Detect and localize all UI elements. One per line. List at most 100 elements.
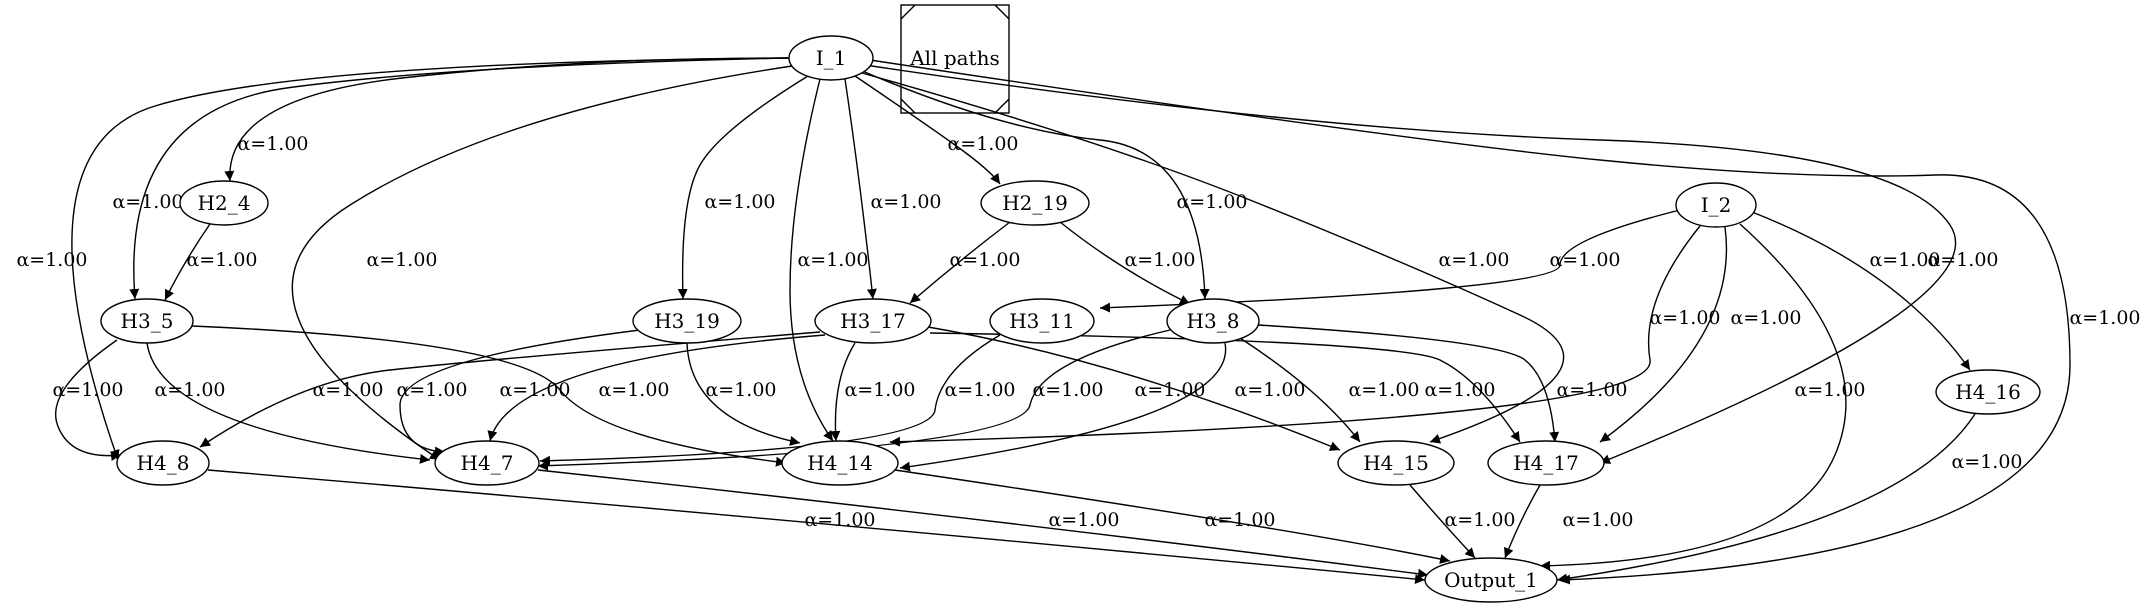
edge-h4-17-to-output-1 bbox=[1504, 484, 1541, 559]
edge-i-1-to-h4-17 bbox=[864, 64, 1957, 464]
edge-i-1-to-h2-19 bbox=[854, 75, 1001, 185]
edge-i-2-to-h4-16 bbox=[1751, 211, 1971, 371]
edge-label-i-1-to-h2-19: α=1.00 bbox=[947, 133, 1018, 155]
edge-i-1-to-h3-19 bbox=[677, 75, 809, 300]
edge-label-h2-19-to-h3-8: α=1.00 bbox=[1124, 249, 1195, 271]
edge-label-i-1-to-h3-8: α=1.00 bbox=[1176, 191, 1247, 213]
node-ellipse-h2-4 bbox=[179, 180, 269, 226]
edge-label-i-2-to-h3-11: α=1.00 bbox=[1549, 249, 1620, 271]
node-label-h4-17: H4_17 bbox=[1513, 451, 1579, 475]
node-ellipse-h3-5 bbox=[100, 298, 194, 344]
node-h4-7: H4_7 bbox=[434, 440, 540, 486]
edge-i-1-to-h4-8 bbox=[71, 57, 791, 461]
edge-label-i-1-to-h4-17: α=1.00 bbox=[1927, 249, 1998, 271]
edge-label-h3-17-to-h4-15: α=1.00 bbox=[1134, 379, 1205, 401]
node-h3-11: H3_11 bbox=[989, 298, 1095, 344]
node-i-2: I_2 bbox=[1675, 182, 1757, 228]
edge-label-i-1-to-h3-5: α=1.00 bbox=[112, 191, 183, 213]
edge-h3-19-to-h4-14 bbox=[686, 342, 801, 446]
edge-label-h3-5-to-h4-8: α=1.00 bbox=[52, 379, 123, 401]
edge-label-i-2-to-h4-14: α=1.00 bbox=[1649, 307, 1720, 329]
node-label-i-2: I_2 bbox=[1701, 193, 1732, 217]
node-h4-16: H4_16 bbox=[1935, 369, 2041, 415]
node-label-h3-8: H3_8 bbox=[1187, 309, 1240, 333]
node-label-h3-19: H3_19 bbox=[654, 309, 720, 333]
node-label-h3-11: H3_11 bbox=[1009, 309, 1075, 333]
edge-label-h3-17-to-h4-8: α=1.00 bbox=[312, 379, 383, 401]
node-h4-15: H4_15 bbox=[1337, 440, 1455, 486]
edge-i-1-to-h4-15 bbox=[861, 72, 1565, 444]
node-h4-14: H4_14 bbox=[781, 440, 899, 486]
edge-label-h3-5-to-h4-7: α=1.00 bbox=[154, 379, 225, 401]
edge-label-i-1-to-h3-17: α=1.00 bbox=[870, 191, 941, 213]
node-h2-19: H2_19 bbox=[980, 180, 1090, 226]
edges bbox=[55, 57, 2071, 585]
edge-label-h3-8-to-h4-17: α=1.00 bbox=[1556, 379, 1627, 401]
edge-i-2-to-h3-11 bbox=[1099, 209, 1681, 313]
node-label-h4-8: H4_8 bbox=[137, 451, 190, 475]
edge-label-i-1-to-h4-14: α=1.00 bbox=[797, 249, 868, 271]
edge-label-i-1-to-h4-7: α=1.00 bbox=[366, 249, 437, 271]
edge-i-2-to-output-1 bbox=[1539, 223, 1847, 571]
legend: All paths bbox=[900, 4, 1010, 114]
node-ellipse-h4-16 bbox=[1935, 369, 2041, 415]
node-label-h2-19: H2_19 bbox=[1002, 191, 1068, 215]
edge-h2-19-to-h3-17 bbox=[909, 221, 1011, 304]
edge-i-1-to-output-1 bbox=[869, 59, 2071, 585]
node-output-1: Output_1 bbox=[1424, 557, 1558, 603]
node-ellipse-h3-17 bbox=[814, 298, 932, 344]
node-h2-4: H2_4 bbox=[179, 180, 269, 226]
edge-label-h4-7-to-output-1: α=1.00 bbox=[1048, 509, 1119, 531]
edge-h3-5-to-h4-7 bbox=[146, 342, 431, 464]
edge-label-h2-4-to-h3-5: α=1.00 bbox=[186, 249, 257, 271]
edge-label-i-2-to-h4-16: α=1.00 bbox=[1869, 249, 1940, 271]
edge-label-h4-14-to-output-1: α=1.00 bbox=[1204, 509, 1275, 531]
edge-i-2-to-h4-17 bbox=[1599, 226, 1728, 443]
edge-h4-16-to-output-1 bbox=[1556, 413, 1976, 584]
edge-label-h4-15-to-output-1: α=1.00 bbox=[1444, 509, 1515, 531]
node-ellipse-h3-8 bbox=[1166, 298, 1260, 344]
edge-label-h4-17-to-output-1: α=1.00 bbox=[1562, 509, 1633, 531]
node-h3-17: H3_17 bbox=[814, 298, 932, 344]
node-ellipse-h4-8 bbox=[116, 440, 210, 486]
edge-i-1-to-h4-7 bbox=[291, 65, 793, 461]
node-label-h3-5: H3_5 bbox=[121, 309, 174, 333]
edge-h3-8-to-h4-7 bbox=[537, 329, 1171, 471]
edge-label-h2-19-to-h3-17: α=1.00 bbox=[949, 249, 1020, 271]
edge-label-i-1-to-h4-15: α=1.00 bbox=[1438, 249, 1509, 271]
node-label-output-1: Output_1 bbox=[1444, 568, 1538, 592]
node-h3-5: H3_5 bbox=[100, 298, 194, 344]
node-h4-8: H4_8 bbox=[116, 440, 210, 486]
node-label-h4-15: H4_15 bbox=[1363, 451, 1429, 475]
edge-h4-14-to-output-1 bbox=[894, 469, 1451, 564]
edge-h2-4-to-h3-5 bbox=[164, 223, 211, 301]
node-ellipse-h3-19 bbox=[632, 298, 742, 344]
node-label-h4-14: H4_14 bbox=[807, 451, 873, 475]
node-label-h2-4: H2_4 bbox=[198, 191, 251, 215]
edge-label-i-2-to-h4-17: α=1.00 bbox=[1730, 307, 1801, 329]
node-ellipse-h3-11 bbox=[989, 298, 1095, 344]
edge-label-i-1-to-h4-8: α=1.00 bbox=[16, 249, 87, 271]
edge-label-h4-16-to-output-1: α=1.00 bbox=[1951, 451, 2022, 473]
edge-label-h3-8-to-h4-15: α=1.00 bbox=[1348, 379, 1419, 401]
edge-h3-11-to-h4-7 bbox=[539, 334, 1001, 466]
node-h3-19: H3_19 bbox=[632, 298, 742, 344]
edge-label-h3-17-to-h4-17: α=1.00 bbox=[1424, 379, 1495, 401]
edge-label-h3-19-to-h4-7: α=1.00 bbox=[396, 379, 467, 401]
node-label-h3-17: H3_17 bbox=[840, 309, 906, 333]
edge-label-i-1-to-h2-4: α=1.00 bbox=[237, 133, 308, 155]
edge-h3-17-to-h4-15 bbox=[927, 326, 1341, 451]
edge-h4-15-to-output-1 bbox=[1409, 484, 1476, 559]
node-label-i-1: I_1 bbox=[816, 46, 847, 70]
edge-label-i-2-to-output-1: α=1.00 bbox=[1794, 379, 1865, 401]
edge-h3-8-to-h4-14 bbox=[899, 342, 1227, 472]
edge-h3-5-to-h4-14 bbox=[191, 325, 787, 467]
edge-h3-8-to-h4-15 bbox=[1239, 337, 1361, 443]
edge-h3-8-to-h4-17 bbox=[1257, 324, 1560, 443]
edge-label-i-1-to-h3-19: α=1.00 bbox=[704, 191, 775, 213]
node-label-h4-7: H4_7 bbox=[461, 451, 514, 475]
edge-label-h3-8-to-h4-14: α=1.00 bbox=[1234, 379, 1305, 401]
